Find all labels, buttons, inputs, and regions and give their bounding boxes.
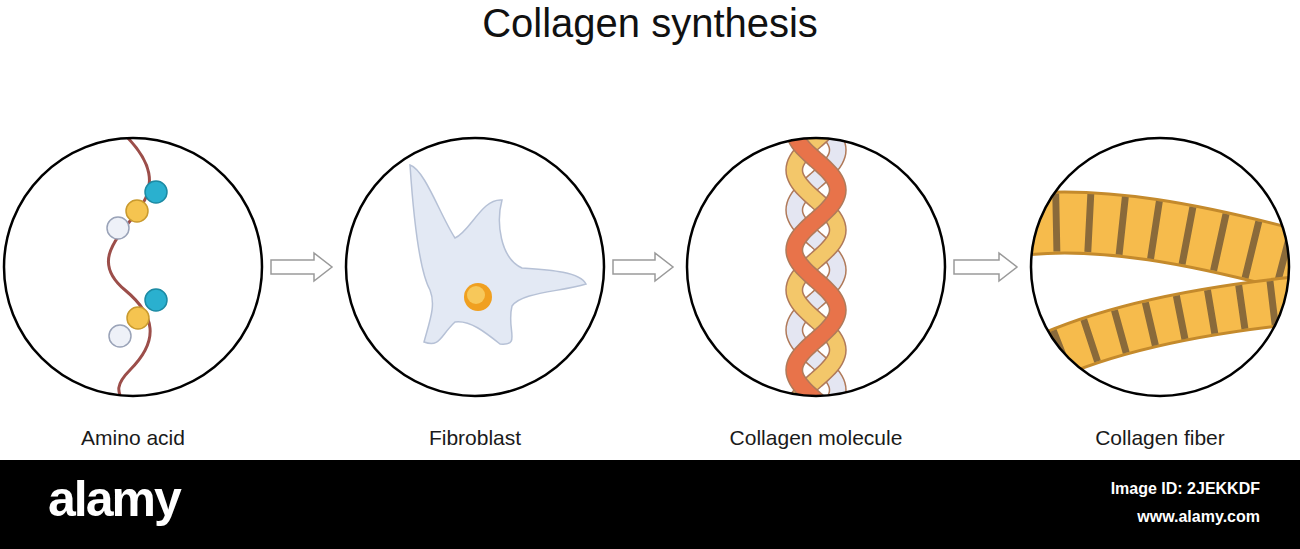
- circle-outline: [346, 138, 604, 396]
- circle-outline: [687, 138, 945, 396]
- watermark-bar: [0, 460, 1300, 549]
- stage-circle: Fibroblast: [346, 138, 604, 396]
- helix-strand: [794, 125, 838, 410]
- triple-helix: [794, 125, 838, 410]
- helix-strand-edge: [794, 125, 838, 410]
- process-arrow: [954, 253, 1017, 281]
- helix-strand: [794, 125, 838, 410]
- circle-outline: [1031, 138, 1289, 396]
- helix-strand-edge: [794, 125, 838, 410]
- amino-acid-chain: [107, 135, 167, 400]
- stage-label: Amino acid: [81, 426, 185, 450]
- watermark-text: Image ID: 2JEKKDF: [1111, 480, 1260, 498]
- fibroblast-cell: [410, 165, 586, 344]
- helix-strand-edge: [794, 125, 838, 410]
- watermark-logo: alamy: [48, 470, 180, 528]
- stage-circle: Collagen fiber: [1031, 138, 1289, 396]
- stage-circle: Collagen molecule: [687, 138, 945, 396]
- watermark-text: www.alamy.com: [1137, 508, 1260, 526]
- process-arrow: [271, 253, 332, 281]
- stage-circle: Amino acid: [4, 138, 262, 396]
- process-arrow: [613, 253, 673, 281]
- helix-strand: [794, 125, 838, 410]
- stage-label: Fibroblast: [429, 426, 521, 450]
- stage-label: Collagen fiber: [1095, 426, 1225, 450]
- title: Collagen synthesis: [0, 0, 1300, 46]
- stage-label: Collagen molecule: [730, 426, 903, 450]
- circle-outline: [4, 138, 262, 396]
- collagen-fibers: [1020, 222, 1300, 365]
